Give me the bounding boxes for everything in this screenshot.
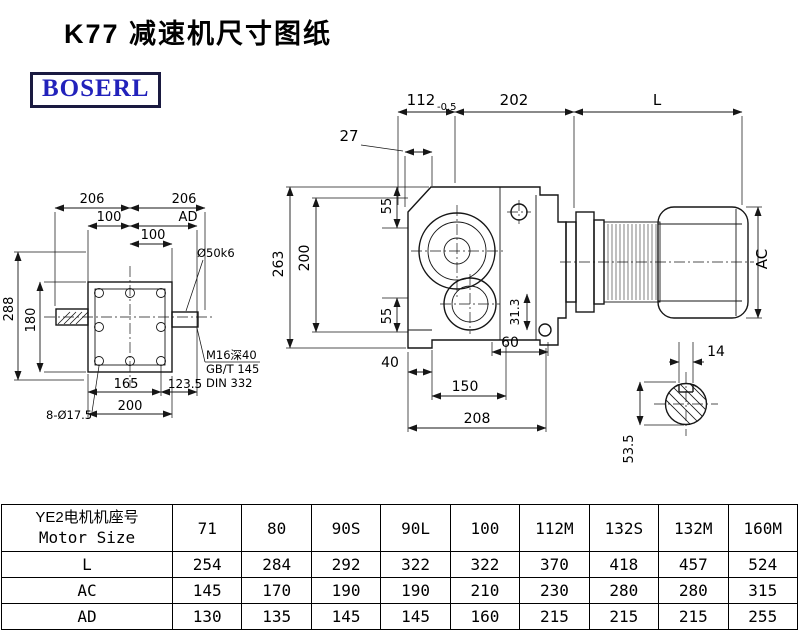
cell-ad-160m: 255 [727,603,798,630]
dim-55-bottom: 55 [380,308,395,325]
dim-200-side: 200 [297,245,313,272]
note-gb-standard: GB/T 145 [206,362,259,376]
cell-ac-132m: 280 [658,577,729,604]
dim-123-5: 123.5 [168,377,202,391]
dim-shaft-diameter: Ø50k6 [197,246,235,260]
dim-bolt-holes: 8-Ø17.5 [46,408,92,422]
dim-288: 288 [2,297,17,322]
dim-60: 60 [501,335,519,351]
cell-l-71: 254 [171,551,243,578]
frame-size-col-160m: 160M [727,504,798,552]
page-title: K77 减速机尺寸图纸 [64,19,333,49]
dim-112: 112 [407,91,436,109]
dim-165: 165 [114,377,139,392]
table-row-ad: AD 130 135 145 145 160 215 215 215 255 [1,603,798,630]
dim-202: 202 [500,91,529,109]
dim-112-tolerance: -0.5 [437,102,457,113]
dim-ad: AD [179,210,198,225]
row-label-ac: AC [1,577,173,604]
motor [560,206,754,319]
dim-206-right: 206 [172,192,197,207]
note-din-standard: DIN 332 [206,376,252,390]
cell-ac-80: 170 [241,577,312,604]
cell-ac-100: 210 [449,577,521,604]
note-thread: M16深40 [206,348,257,362]
cell-ad-90s: 145 [310,603,382,630]
frame-size-col-80: 80 [241,504,312,552]
dim-l: L [653,91,662,109]
row-label-l: L [1,551,173,578]
frame-size-col-100: 100 [449,504,521,552]
frame-size-col-112m: 112M [519,504,590,552]
table-row-ac: AC 145 170 190 190 210 230 280 280 315 [1,577,798,604]
cell-l-112m: 370 [519,551,590,578]
cell-l-100: 322 [449,551,521,578]
cell-ac-112m: 230 [519,577,590,604]
cell-ad-71: 130 [171,603,243,630]
motor-size-header-en: Motor Size [38,528,136,547]
dim-180: 180 [24,308,39,333]
cell-l-132s: 418 [588,551,660,578]
cell-ad-80: 135 [241,603,312,630]
cell-ad-112m: 215 [519,603,590,630]
cell-ad-132m: 215 [658,603,729,630]
row-label-ad: AD [1,603,173,630]
cell-ac-90l: 190 [380,577,451,604]
dim-27: 27 [339,127,358,145]
table-header-row: YE2电机机座号 Motor Size 71 80 90S 90L 100 11… [1,504,798,552]
frame-size-col-71: 71 [171,504,243,552]
dim-206-left: 206 [80,192,105,207]
side-view: 112 -0.5 202 L 27 263 200 55 55 [271,91,771,432]
cell-ac-132s: 280 [588,577,660,604]
dim-208: 208 [464,411,491,427]
frame-size-col-90s: 90S [310,504,382,552]
front-view: 206 206 100 AD 100 Ø50k6 288 180 [2,192,260,422]
cell-ac-90s: 190 [310,577,382,604]
cell-l-90s: 292 [310,551,382,578]
cell-l-160m: 524 [727,551,798,578]
cell-ac-71: 145 [171,577,243,604]
cell-l-132m: 457 [658,551,729,578]
motor-size-header-zh: YE2电机机座号 [35,509,139,526]
dim-55-top: 55 [380,198,395,215]
shaft-detail: 14 53.5 [622,342,725,463]
dim-ac: AC [753,249,771,269]
brand-text: BOSERL [42,75,150,102]
motor-size-table: YE2电机机座号 Motor Size 71 80 90S 90L 100 11… [1,504,798,630]
dim-100-lower: 100 [141,228,166,243]
cell-l-80: 284 [241,551,312,578]
motor-size-header-cell: YE2电机机座号 Motor Size [1,504,173,552]
dim-31-3: 31.3 [508,299,522,326]
dim-14: 14 [707,344,725,360]
dim-40: 40 [381,355,399,371]
cell-ad-100: 160 [449,603,521,630]
cell-ad-90l: 145 [380,603,451,630]
dim-263: 263 [271,251,287,278]
cell-ad-132s: 215 [588,603,660,630]
dim-100-upper: 100 [97,210,122,225]
frame-size-col-90l: 90L [380,504,451,552]
brand-logo: BOSERL [30,72,162,108]
dim-150: 150 [452,379,479,395]
dim-200-front: 200 [118,399,143,414]
dim-53-5: 53.5 [622,435,637,464]
frame-size-col-132s: 132S [588,504,660,552]
table-row-l: L 254 284 292 322 322 370 418 457 524 [1,551,798,578]
cell-l-90l: 322 [380,551,451,578]
cell-ac-160m: 315 [727,577,798,604]
frame-size-col-132m: 132M [658,504,729,552]
